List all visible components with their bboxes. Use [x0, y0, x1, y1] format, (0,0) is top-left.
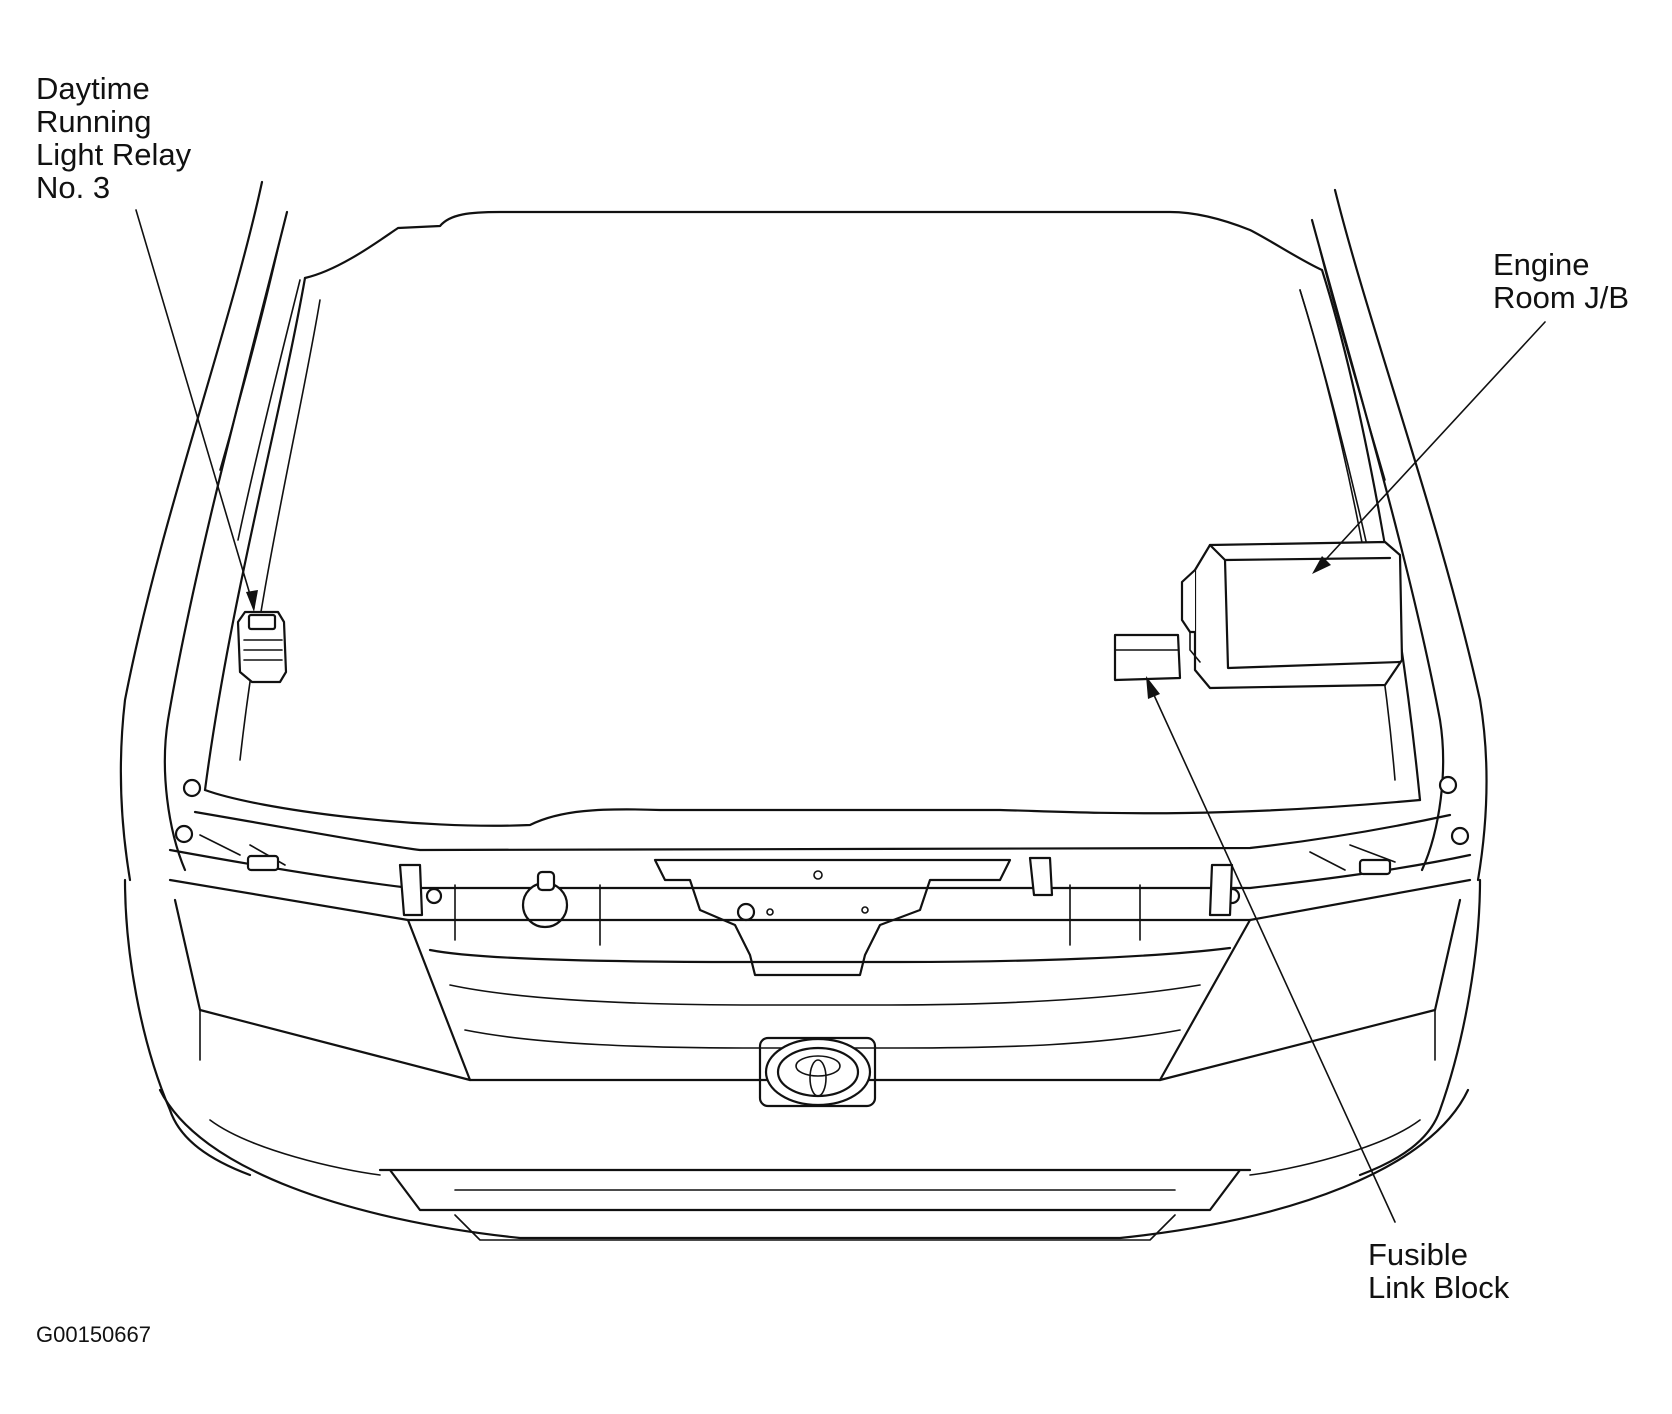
drl-relay-label-line-4: No. 3 — [36, 170, 111, 205]
fusible-link-block-component — [1113, 633, 1182, 682]
drl-relay-label: Daytime Running Light Relay No. 3 — [36, 72, 191, 204]
engine-room-jb-label-line-2: Room J/B — [1493, 280, 1630, 315]
engine-room-jb-leader — [1315, 321, 1546, 571]
fusible-link-block-label-line-2: Link Block — [1368, 1270, 1510, 1305]
engine-compartment-outline — [203, 210, 1422, 827]
drl-relay-label-line-1: Daytime — [36, 71, 150, 106]
radiator-support — [168, 775, 1472, 977]
drl-relay-component — [236, 610, 288, 684]
figure-code: G00150667 — [36, 1322, 151, 1347]
fusible-link-block-arrowhead — [1146, 676, 1160, 699]
emblem — [758, 1036, 877, 1108]
fusible-link-block-label-line-1: Fusible — [1368, 1237, 1468, 1272]
leader-arrows — [135, 209, 1546, 1223]
fusible-link-block-leader — [1147, 681, 1396, 1223]
fusible-link-block-label: Fusible Link Block — [1368, 1238, 1509, 1304]
drl-relay-arrowhead — [246, 590, 258, 612]
engine-room-jb-label-line-1: Engine — [1493, 247, 1590, 282]
engine-room-jb-component — [1180, 540, 1404, 690]
left-fender — [119, 180, 301, 882]
engine-room-jb-label: Engine Room J/B — [1493, 248, 1629, 314]
right-fender — [1299, 188, 1488, 882]
drl-relay-leader — [135, 209, 255, 609]
engine-room-jb-arrowhead — [1312, 556, 1331, 574]
drl-relay-label-line-3: Light Relay — [36, 137, 192, 172]
drl-relay-label-line-2: Running — [36, 104, 152, 139]
